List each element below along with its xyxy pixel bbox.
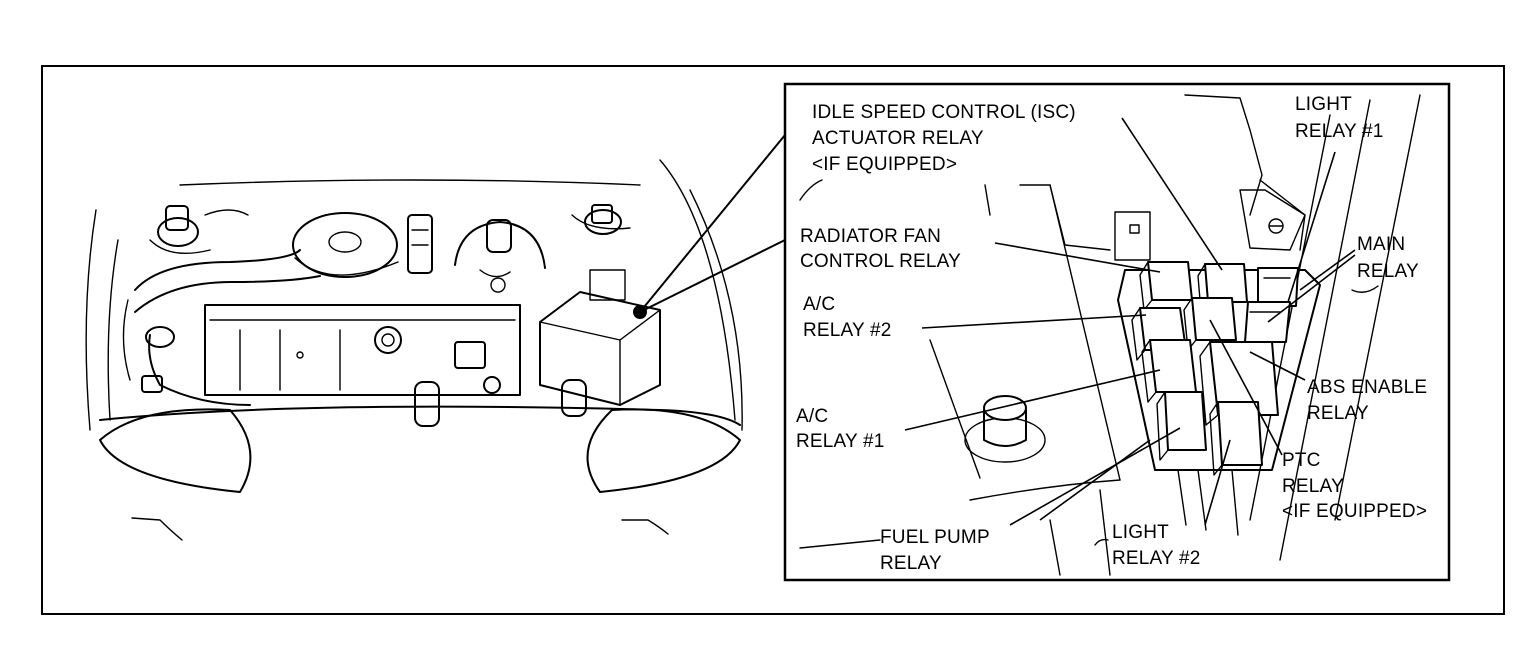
label-ac-relay-1: A/C RELAY #1	[796, 406, 885, 452]
label-light-relay-1: LIGHT RELAY #1	[1295, 94, 1384, 142]
outer-frame	[41, 65, 1505, 615]
label-radiator-fan-relay: RADIATOR FAN CONTROL RELAY	[800, 226, 961, 272]
label-ptc-relay: PTC RELAY <IF EQUIPPED>	[1282, 450, 1427, 522]
label-fuel-pump-relay: FUEL PUMP RELAY	[880, 527, 995, 574]
label-isc-relay: IDLE SPEED CONTROL (ISC) ACTUATOR RELAY …	[812, 102, 1081, 175]
label-main-relay: MAIN RELAY	[1357, 234, 1419, 282]
label-ac-relay-2: A/C RELAY #2	[803, 294, 892, 341]
label-abs-enable-relay: ABS ENABLE RELAY	[1307, 377, 1433, 424]
engine-compartment-illustration	[85, 159, 743, 541]
label-light-relay-2: LIGHT RELAY #2	[1112, 522, 1201, 569]
relay-box-illustration	[799, 94, 1421, 576]
label-leader-lines	[904, 117, 1356, 526]
detail-view-frame	[783, 82, 1451, 582]
